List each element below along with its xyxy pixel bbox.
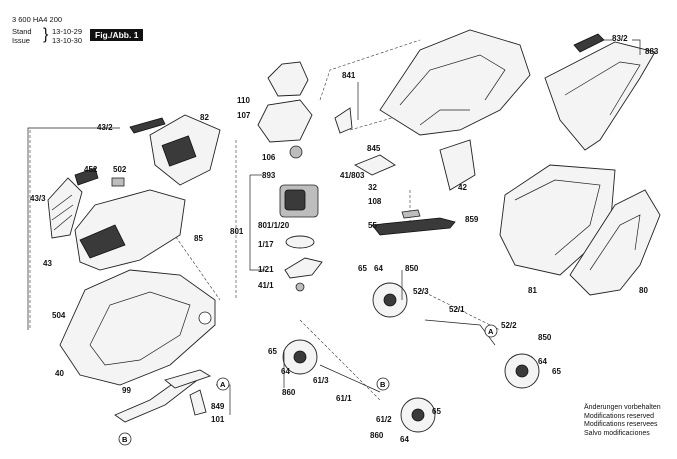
label-43: 43 (43, 259, 52, 268)
label-52-1: 52/1 (449, 305, 465, 314)
label-106: 106 (262, 153, 276, 162)
label-41-803: 41/803 (340, 171, 365, 180)
label-850-b: 850 (538, 333, 552, 342)
label-860-b: 860 (370, 431, 384, 440)
grassbox-lid (544, 41, 656, 151)
callout-a-2 (484, 324, 498, 338)
label-52-3: 52/3 (413, 287, 429, 296)
cover-43-3 (47, 177, 83, 239)
stand-label: Stand (12, 27, 32, 36)
washer-41-1 (295, 282, 305, 292)
callout-a-1 (216, 377, 230, 391)
label-65-d: 65 (552, 367, 561, 376)
label-110: 110 (237, 96, 250, 105)
label-850-a: 850 (405, 264, 419, 273)
label-43-3: 43/3 (30, 194, 46, 203)
svg-text:B: B (122, 435, 128, 444)
motor-cover-107 (257, 99, 313, 143)
label-64-b: 64 (281, 367, 290, 376)
part-106 (289, 145, 303, 159)
label-52-2: 52/2 (501, 321, 517, 330)
label-99: 99 (122, 386, 131, 395)
label-65-c: 65 (432, 407, 441, 416)
label-64-c: 64 (400, 435, 409, 444)
part-845 (353, 154, 396, 176)
lever-849 (164, 369, 212, 389)
upper-housing (379, 29, 531, 136)
svg-text:B: B (380, 380, 386, 389)
note-line-de: Änderungen vorbehalten (584, 404, 661, 411)
label-1-17: 1/17 (258, 240, 274, 249)
part-502-block (111, 177, 125, 187)
label-82: 82 (200, 113, 209, 122)
part-42 (439, 139, 476, 191)
label-61-2: 61/2 (376, 415, 392, 424)
label-107: 107 (237, 111, 251, 120)
stand-value: 13-10-29 (52, 27, 83, 36)
label-893: 893 (262, 171, 276, 180)
label-61-3: 61/3 (313, 376, 329, 385)
label-81: 81 (528, 286, 537, 295)
modification-note: Änderungen vorbehalten Modifications res… (584, 404, 661, 438)
note-line-es: Salvo modificaciones (584, 429, 650, 437)
axle-61-1 (319, 364, 381, 393)
issue-label: Issue (12, 36, 30, 45)
motor-cover-110 (267, 61, 309, 97)
label-504: 504 (52, 311, 66, 320)
part-number: 3 600 HA4 200 (12, 15, 63, 24)
label-32: 32 (368, 183, 377, 192)
label-64-a: 64 (374, 264, 383, 273)
part-101 (189, 389, 207, 416)
front-housing (74, 189, 186, 271)
label-801: 801 (230, 227, 244, 236)
keypad (161, 135, 197, 167)
label-83-2: 83/2 (612, 34, 628, 43)
label-883: 883 (645, 47, 659, 56)
note-line-fr: Modifications reservees (584, 421, 658, 429)
fan-1-21 (284, 257, 323, 279)
spindle-1-17 (285, 235, 315, 249)
label-80: 80 (639, 286, 648, 295)
label-64-d: 64 (538, 357, 547, 366)
chassis-deck (59, 269, 216, 386)
part-108 (401, 209, 421, 219)
label-41-1: 41/1 (258, 281, 274, 290)
label-849: 849 (211, 402, 225, 411)
label-502: 502 (113, 165, 127, 174)
label-55: 55 (368, 221, 377, 230)
label-845: 845 (367, 144, 381, 153)
issue-value: 13-10-30 (52, 36, 83, 45)
blade-55 (371, 217, 456, 236)
label-108: 108 (368, 197, 382, 206)
label-42: 42 (458, 183, 467, 192)
label-61-1: 61/1 (336, 394, 352, 403)
note-line-en: Modifications reserved (584, 412, 655, 420)
label-452: 452 (84, 165, 98, 174)
part-452 (74, 167, 99, 186)
callout-b-2 (376, 377, 390, 391)
label-65-b: 65 (268, 347, 277, 356)
label-65-a: 65 (358, 264, 367, 273)
label-43-2: 43/2 (97, 123, 113, 132)
label-841: 841 (342, 71, 356, 80)
label-860-a: 860 (282, 388, 296, 397)
label-101: 101 (211, 415, 225, 424)
figure-tag: Fig./Abb. 1 (90, 29, 144, 41)
grassbox-handle (573, 33, 605, 53)
label-859: 859 (465, 215, 479, 224)
part-841-clip (334, 107, 353, 134)
label-40: 40 (55, 369, 64, 378)
label-801-1-20: 801/1/20 (258, 221, 290, 230)
label-85: 85 (194, 234, 203, 243)
axle-52-1 (424, 319, 496, 346)
front-grille (79, 224, 126, 259)
label-1-21: 1/21 (258, 265, 274, 274)
handle-grip (129, 117, 166, 134)
callout-b-1 (118, 432, 132, 446)
svg-text:A: A (488, 327, 494, 336)
svg-text:A: A (220, 380, 226, 389)
brace: } (43, 26, 49, 43)
